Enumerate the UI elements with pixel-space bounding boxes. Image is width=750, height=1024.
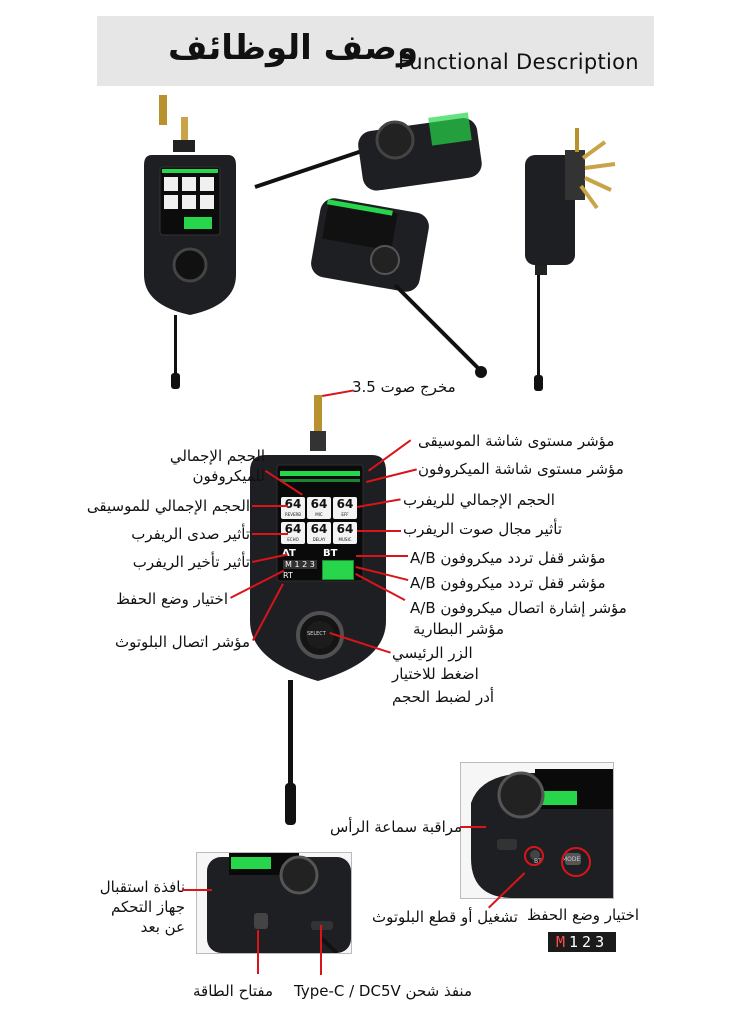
screen-cell-1: 64 REVERB (281, 497, 305, 519)
pointer-charge-port (320, 925, 322, 975)
inset-power-closeup (196, 852, 352, 954)
highlight-mode-button (561, 847, 591, 877)
label-mic-level: مؤشر مستوى شاشة الميكروفون (418, 460, 624, 478)
pointer-reverb-field (357, 530, 401, 532)
label-audio-out: مخرج صوت 3.5 (352, 378, 456, 396)
label-reverb-total: الحجم الإجمالي للريفرب (403, 491, 555, 509)
label-mic-total-volume-1: الحجم الإجمالي (169, 447, 265, 465)
label-bt-indicator: مؤشر اتصال البلوتوث (114, 633, 250, 651)
label-bt-toggle: تشغيل أو قطع البلوتوث (372, 908, 518, 926)
label-headphone-monitor: مراقبة سماعة الرأس (330, 818, 463, 836)
label-reverb-delay: تأثير تأخير الريفرب (132, 553, 250, 571)
label-music-total-volume: الحجم الإجمالي للموسيقى (86, 497, 250, 515)
pointer-freq-lock-1 (356, 555, 408, 557)
label-charge-port: منفذ شحن Type-C / DC5V (294, 982, 472, 1000)
label-music-level: مؤشر مستوى شاشة الموسيقى (418, 432, 615, 450)
device-side-view (525, 128, 616, 391)
device-top-view (254, 112, 487, 378)
save-mode-digits: 123 (569, 933, 609, 951)
screen-at-indicator: AT (282, 548, 296, 559)
label-signal-indicator: مؤشر إشارة اتصال ميكروفون A/B (410, 599, 627, 617)
label-freq-lock-1: مؤشر قفل تردد ميكروفون A/B (410, 549, 606, 567)
label-rotate-volume: أدر لضبط الحجم (392, 688, 495, 706)
label-mic-total-volume-2: للميكروفون (192, 467, 265, 485)
pointer-music-total (252, 505, 288, 507)
inset-buttons-device (471, 769, 613, 898)
device-front-view (144, 95, 236, 389)
screen-cell-5: 64 DELAY (307, 522, 331, 544)
screen-save-mode-digits: M 1 2 3 (283, 560, 317, 569)
save-mode-letter: M (556, 933, 570, 951)
header-bar (97, 16, 654, 86)
save-mode-badge: M123 (548, 932, 617, 952)
pointer-reverb-echo (252, 533, 288, 535)
inset-buttons-closeup (460, 762, 614, 899)
screen-battery-indicator (322, 560, 354, 580)
label-reverb-echo: تأثير صدى الريفرب (131, 525, 250, 543)
inset-power-device (207, 853, 351, 953)
label-remote-window-3: عن بعد (140, 918, 185, 936)
device-main (250, 395, 386, 825)
label-main-button: الزر الرئيسي (392, 644, 473, 662)
screen-cell-4: 64 ECHO (281, 522, 305, 544)
label-freq-lock-2: مؤشر قفل تردد ميكروفون A/B (410, 574, 606, 592)
screen-bt-indicator: BT (323, 548, 338, 559)
screen-cell-2: 64 MIC (307, 497, 331, 519)
pointer-power-switch (257, 930, 259, 974)
highlight-bt-button (524, 846, 544, 866)
pointer-remote-window (182, 889, 212, 891)
label-save-mode-select: اختيار وضع الحفظ (527, 906, 640, 924)
page-title-arabic: وصف الوظائف (168, 28, 419, 68)
label-remote-window-2: جهاز التحكم (111, 898, 185, 916)
label-remote-window-1: نافذة استقبال (99, 878, 185, 896)
label-power-switch: مفتاح الطاقة (193, 982, 273, 1000)
screen-cell-3: 64 EFF (333, 497, 357, 519)
main-knob-label: SELECT (307, 631, 326, 637)
label-save-mode: اختيار وضع الحفظ (115, 590, 228, 608)
label-reverb-field: تأثير مجال صوت الريفرب (403, 520, 562, 538)
screen-rt-indicator: RT (283, 571, 293, 580)
screen-cell-6: 64 MUSIC (333, 522, 357, 544)
label-press-select: اضغط للاختيار (392, 665, 479, 683)
page-title-english: Functional Description (398, 50, 639, 74)
label-battery-indicator: مؤشر البطارية (413, 620, 504, 638)
pointer-headphone (460, 826, 486, 828)
